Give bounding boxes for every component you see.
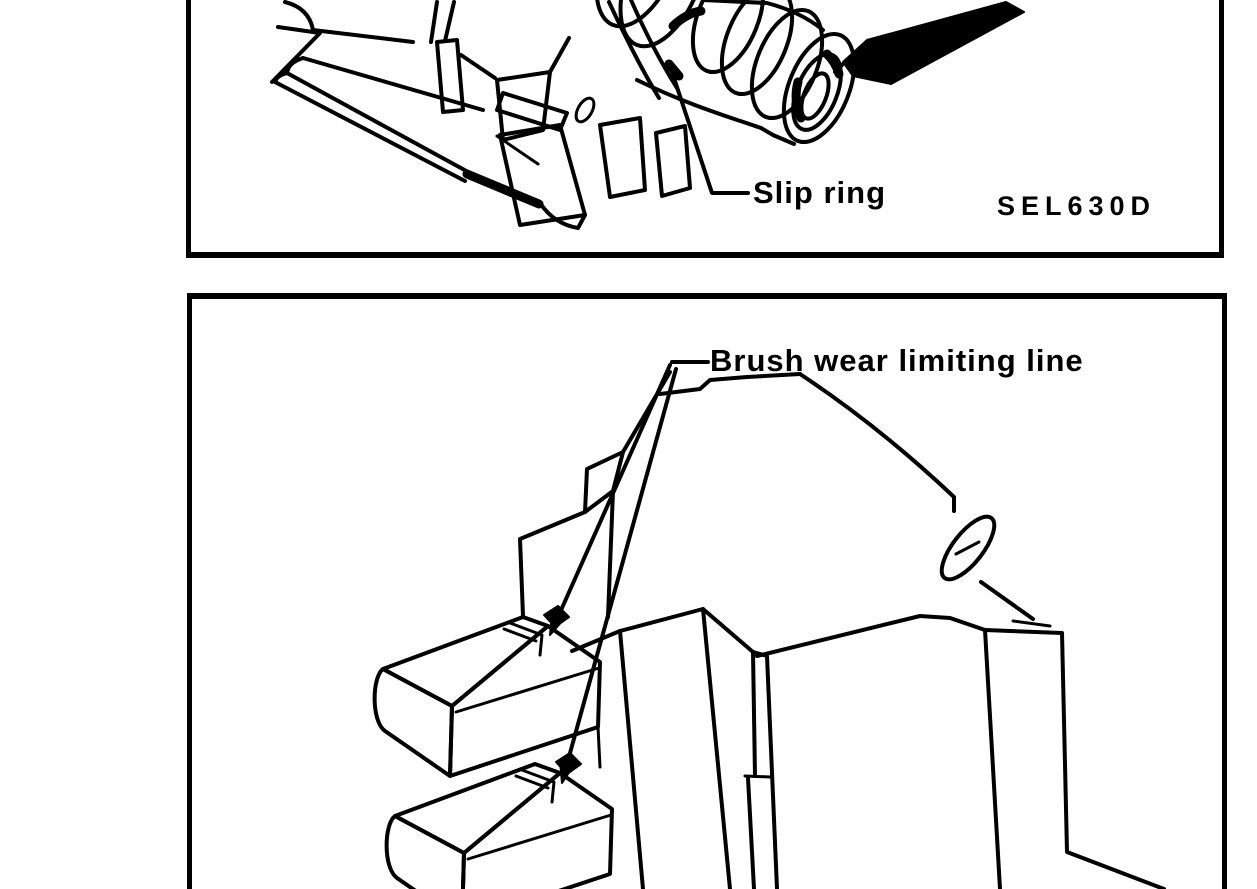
figure-panel-slip-ring: Slip ring SEL630D [186,0,1224,258]
brush-wear-label: Brush wear limiting line [710,343,1084,378]
figure-panel-brush: Brush wear limiting line [187,293,1227,889]
rotor-illustration [270,0,1025,230]
brush-bracket [518,370,672,619]
brush-lower [384,752,614,889]
brush-holder-illustration [372,360,1166,889]
figure-code-label: SEL630D [997,191,1157,221]
slip-ring-label: Slip ring [753,175,886,210]
brush-upper [372,605,602,778]
slip-rings [594,0,857,146]
brush-holder-body [570,372,1166,889]
rotor-shaft [833,1,1025,85]
rotor-body [270,0,692,230]
slip-ring-leader-line [664,59,750,195]
